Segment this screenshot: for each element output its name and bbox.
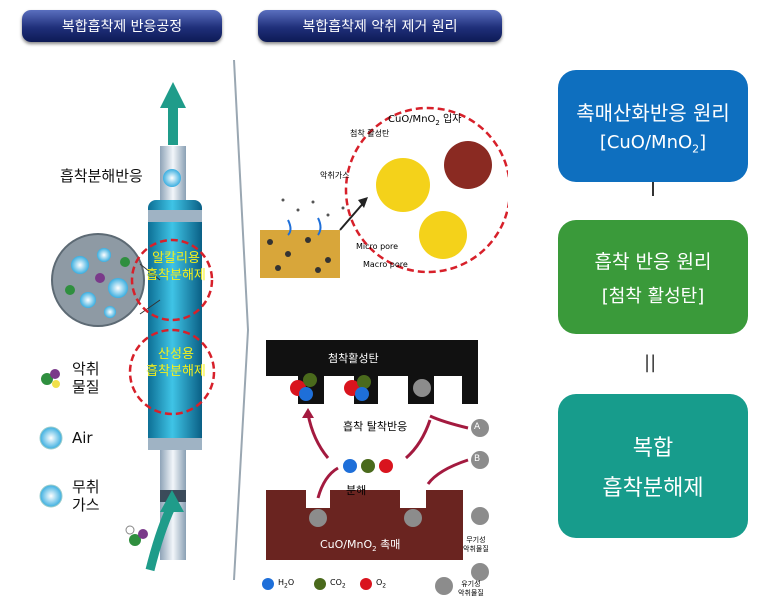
equals-symbol: || <box>644 352 657 373</box>
legend-odorless: 무취 가스 <box>38 478 100 514</box>
pore-diagram <box>260 106 508 278</box>
inorganic-label: 무기성 악취물질 <box>463 536 489 553</box>
right-header-tab: 복합흡착제 악취 제거 원리 <box>258 10 502 42</box>
legend-odorless-label: 무취 가스 <box>72 478 100 514</box>
reaction-label: 흡착분해반응 <box>60 167 143 185</box>
catalyst-label: CuO/MnO2 촉매 <box>320 538 401 554</box>
product-co2: CO2 <box>330 578 346 590</box>
left-header-title: 복합흡착제 반응공정 <box>61 19 183 35</box>
legend-odor-label: 악취 물질 <box>72 360 100 396</box>
connector-line <box>652 182 654 196</box>
box2-title: 흡착 반응 원리 <box>594 250 712 273</box>
reaction-diagram <box>262 340 489 595</box>
mechanism-top: CuO/MnO2 입자 첨착 활성탄 악취가스 Micro pore Macro… <box>258 70 508 320</box>
air-bubble-icon <box>39 426 63 450</box>
product-o2: O2 <box>376 578 387 590</box>
catalyst-block <box>266 490 463 560</box>
legend-odor: 악취 물질 <box>38 360 100 396</box>
reactor-column <box>148 200 202 450</box>
particle-label: CuO/MnO2 입자 <box>388 114 462 127</box>
reactor-diagram <box>51 82 216 572</box>
carbon-title: 첨착활성탄 <box>328 352 379 365</box>
catalytic-oxidation-box: 촉매산화반응 원리 [CuO/MnO2] <box>558 70 748 182</box>
panel-divider <box>233 60 250 580</box>
micro-pore-label: Micro pore <box>356 242 399 251</box>
composite-adsorbent-box: 복합 흡착분해제 <box>558 394 748 538</box>
acid-zone <box>128 328 216 416</box>
zoom-arrow <box>339 199 367 231</box>
site-a-label: A <box>474 422 481 432</box>
product-h2o: H2O <box>278 578 295 590</box>
odor-molecule-icon <box>41 369 60 388</box>
acid-label: 산성용 흡착분해제 <box>146 347 206 379</box>
carbon-label: 첨착 활성탄 <box>350 129 390 138</box>
carbon-bed <box>260 230 340 278</box>
box1-subtitle: [CuO/MnO2] <box>599 131 707 156</box>
macro-pore-label: Macro pore <box>363 260 408 269</box>
decomposition-label: 분해 <box>346 484 367 497</box>
odorless-gas-icon <box>39 484 63 508</box>
box3-title: 복합 <box>632 436 674 461</box>
reactor-panel: 흡착분해반응 알칼리용 흡착분해제 산성용 흡착분해제 악취 물질 Air 무취… <box>0 50 250 610</box>
alkali-label: 알칼리용 흡착분해제 <box>146 251 206 283</box>
legend-air: Air <box>38 425 93 451</box>
air-bubble-icon <box>163 169 181 187</box>
right-header-title: 복합흡착제 악취 제거 원리 <box>302 19 458 35</box>
odor-gas-label: 악취가스 <box>320 171 350 180</box>
site-b-label: B <box>474 454 481 464</box>
adsorption-label: 흡착 탈착반응 <box>343 420 408 433</box>
adsorption-box: 흡착 반응 원리 [첨착 활성탄] <box>558 220 748 334</box>
cuo-mno2-particle <box>376 141 492 259</box>
legend-air-label: Air <box>72 429 93 447</box>
organic-label: 유기성 악취물질 <box>458 580 484 597</box>
box2-subtitle: [첨착 활성탄] <box>601 285 705 307</box>
left-header-tab: 복합흡착제 반응공정 <box>22 10 222 42</box>
alkali-zone <box>130 238 214 322</box>
box1-title: 촉매산화반응 원리 <box>576 100 730 125</box>
box3-subtitle: 흡착분해제 <box>602 476 704 501</box>
odor-molecule-icon <box>125 525 148 546</box>
outflow-arrow-icon <box>160 82 186 145</box>
mechanism-bottom: 첨착활성탄 흡착 탈착반응 분해 CuO/MnO2 촉매 A B 무기성 악취물… <box>258 340 508 610</box>
